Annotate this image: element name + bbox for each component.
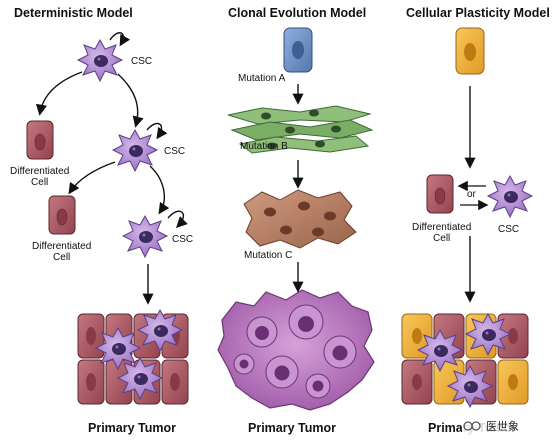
csc-cell-right (487, 175, 533, 218)
arrow-to-differentiated-2 (68, 161, 116, 195)
differentiated-label-line2: Cell (53, 252, 71, 263)
self-renewal-arrow (167, 210, 188, 228)
differentiated-cell-label-1: Differentiated Cell (10, 166, 69, 188)
arrow-to-csc-2 (117, 73, 144, 128)
plastic-cell-top (455, 27, 485, 75)
mutation-c-label: Mutation C (244, 250, 293, 261)
csc-cell-middle (112, 129, 158, 172)
differentiated-cell-2 (48, 195, 76, 235)
title-clonal-evolution-model: Clonal Evolution Model (228, 6, 367, 20)
csc-cell-top (77, 39, 123, 82)
primary-tumor-left (77, 309, 189, 405)
arrow-to-differentiated-1 (35, 71, 83, 116)
differentiated-label-line1: Differentiated (32, 241, 92, 252)
csc-label-3: CSC (172, 234, 194, 245)
mutation-b-cells (227, 105, 374, 154)
differentiated-cell-right (426, 174, 454, 214)
primary-tumor-right (401, 313, 529, 408)
self-renewal-arrow (146, 122, 168, 140)
differentiated-cell-1 (26, 120, 54, 160)
differentiated-label-line2: Cell (433, 233, 451, 244)
csc-label-2: CSC (164, 146, 186, 157)
watermark-text: 医世象 (486, 421, 519, 433)
differentiated-cell-label-2: Differentiated Cell (32, 241, 91, 263)
primary-tumor-middle (217, 289, 375, 411)
csc-cell-bottom (122, 215, 168, 258)
differentiated-label-line1: Differentiated (412, 222, 472, 233)
primary-tumor-label-left: Primary Tumor (88, 421, 176, 435)
differentiated-cell-label-right: Differentiated Cell (412, 222, 471, 244)
title-cellular-plasticity-model: Cellular Plasticity Model (406, 6, 550, 20)
primary-tumor-label-middle: Primary Tumor (248, 421, 336, 435)
watermark-logo-icon (463, 421, 481, 431)
mutation-a-label: Mutation A (238, 73, 286, 84)
arrow-to-csc-3 (149, 165, 170, 215)
mutation-a-cell (283, 27, 313, 73)
differentiated-label-line1: Differentiated (10, 166, 70, 177)
mutation-b-label: Mutation B (240, 141, 288, 152)
title-deterministic-model: Deterministic Model (14, 6, 133, 20)
mutation-c-cells (243, 189, 357, 249)
csc-label-1: CSC (131, 56, 153, 67)
watermark: 医世象 (462, 415, 542, 437)
csc-label-right: CSC (498, 224, 520, 235)
differentiated-label-line2: Cell (31, 177, 49, 188)
self-renewal-arrow (109, 32, 131, 47)
or-label: or (467, 189, 476, 200)
